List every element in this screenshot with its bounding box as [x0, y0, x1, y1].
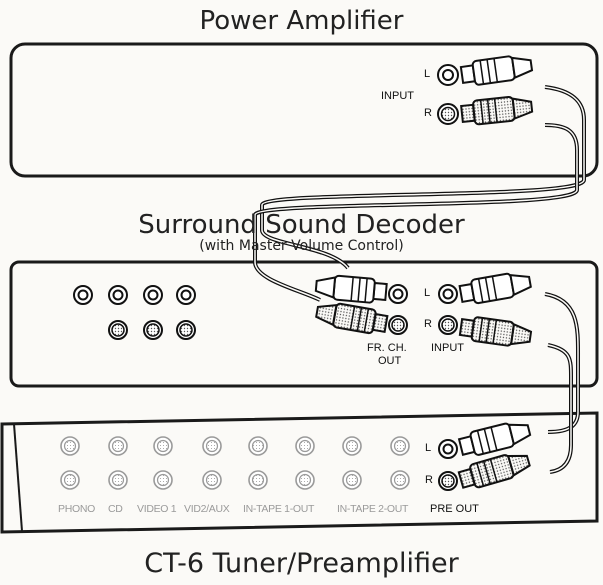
rca-plug-black — [460, 96, 534, 126]
tuner-left-label: L — [425, 442, 432, 454]
tuner-input-jack[interactable] — [295, 436, 315, 456]
decoder-jack[interactable] — [143, 285, 163, 305]
tuner-preout-jack-left[interactable] — [438, 439, 458, 459]
power-amplifier-title: Power Amplifier — [199, 6, 404, 36]
decoder-left-label: L — [424, 287, 431, 299]
amplifier-left-label: L — [424, 68, 431, 80]
tuner-input-jack[interactable] — [342, 470, 362, 490]
decoder-front-out-jack-left[interactable] — [388, 284, 408, 304]
decoder-input-jack-right[interactable] — [438, 315, 458, 335]
cable-tuner-to-decoder-right — [547, 343, 574, 474]
tuner-input-jack[interactable] — [202, 470, 222, 490]
decoder-jack[interactable] — [73, 285, 93, 305]
decoder-front-out-label-1: FR. CH. — [367, 342, 407, 354]
tuner-input-jack[interactable] — [248, 436, 268, 456]
rca-plug-black — [457, 454, 531, 489]
tuner-input-jack[interactable] — [60, 436, 80, 456]
surround-decoder-box — [9, 260, 599, 388]
tuner-input-jack[interactable] — [108, 436, 128, 456]
amplifier-right-label: R — [424, 107, 432, 119]
surround-decoder-note: (with Master Volume Control) — [199, 238, 404, 254]
decoder-jack[interactable] — [176, 320, 196, 340]
tuner-input-jack[interactable] — [295, 470, 315, 490]
decoder-input-label: INPUT — [431, 342, 464, 354]
decoder-right-label: R — [424, 318, 432, 330]
rca-plug-black — [315, 302, 389, 335]
tuner-input-jack[interactable] — [153, 470, 173, 490]
surround-decoder-title: Surround Sound Decoder — [138, 210, 465, 240]
tuner-preout-label: PRE OUT — [430, 503, 479, 515]
rca-plug-white — [314, 274, 388, 304]
tuner-input-jack[interactable] — [248, 470, 268, 490]
amplifier-input-jack-right[interactable] — [437, 103, 459, 125]
tuner-input-label-vid2aux: VID2/AUX — [184, 503, 230, 515]
amplifier-input-jack-left[interactable] — [437, 64, 459, 86]
rca-plug-white — [459, 55, 534, 86]
tuner-input-jack[interactable] — [202, 436, 222, 456]
tuner-input-label-cd: CD — [108, 503, 123, 515]
tuner-input-jack[interactable] — [60, 470, 80, 490]
decoder-front-out-label-2: OUT — [378, 355, 402, 367]
decoder-jack[interactable] — [108, 320, 128, 340]
decoder-front-out-jack-right[interactable] — [388, 315, 408, 335]
tuner-preamplifier-panel — [0, 411, 599, 534]
tuner-input-jack[interactable] — [390, 436, 410, 456]
tuner-panel-edge — [13, 423, 23, 532]
tuner-input-jack[interactable] — [153, 436, 173, 456]
tuner-right-label: R — [425, 474, 433, 486]
tuner-preamplifier-title: CT-6 Tuner/Preamplifier — [144, 548, 459, 579]
rca-plug-white — [458, 272, 532, 305]
decoder-jack-grid — [73, 285, 196, 340]
tuner-input-label-tape1: IN-TAPE 1-OUT — [243, 503, 315, 515]
decoder-jack[interactable] — [143, 320, 163, 340]
decoder-jack[interactable] — [176, 285, 196, 305]
tuner-input-jack[interactable] — [108, 470, 128, 490]
power-amplifier-box — [9, 42, 599, 178]
rca-plug-white — [457, 422, 532, 456]
tuner-input-jacks — [60, 436, 410, 490]
rca-plug-black — [458, 316, 533, 347]
tuner-input-jack[interactable] — [342, 436, 362, 456]
amplifier-input-label: INPUT — [381, 90, 414, 102]
tuner-input-jack[interactable] — [390, 470, 410, 490]
tuner-preout-jack-right[interactable] — [438, 471, 458, 491]
tuner-input-label-phono: PHONO — [58, 503, 96, 515]
decoder-input-jack-left[interactable] — [438, 284, 458, 304]
tuner-input-label-tape2: IN-TAPE 2-OUT — [337, 503, 409, 515]
tuner-input-label-video1: VIDEO 1 — [137, 503, 177, 515]
decoder-jack[interactable] — [108, 285, 128, 305]
